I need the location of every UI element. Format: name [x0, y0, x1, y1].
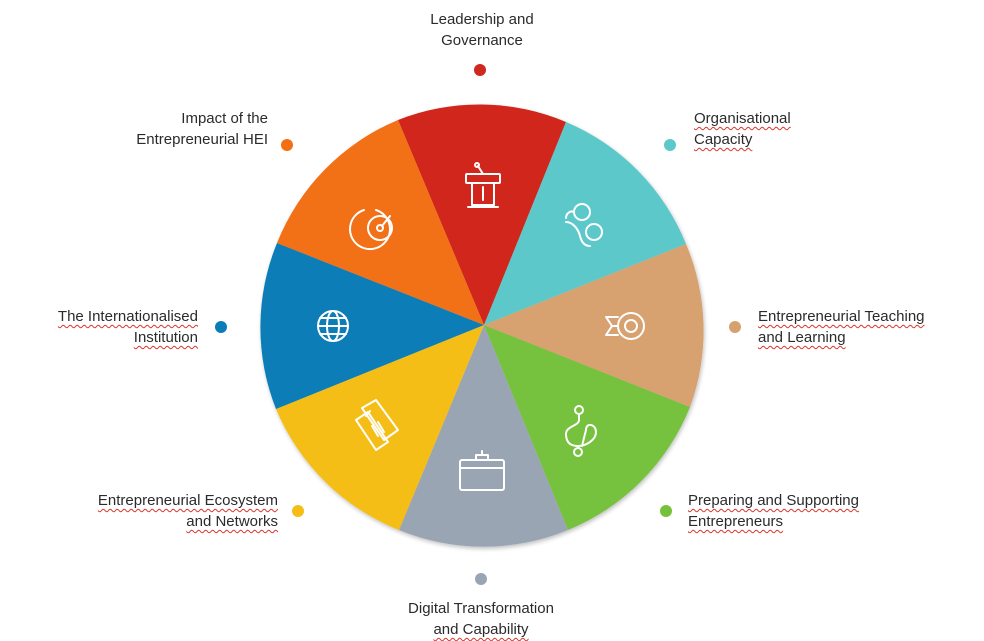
label-ecosystem: Entrepreneurial Ecosystem and Networks	[97, 492, 278, 530]
segment-leadership	[398, 104, 566, 325]
dot-leadership	[474, 64, 486, 76]
dot-international	[215, 321, 227, 333]
dot-ecosystem	[292, 505, 304, 517]
segment-ecosystem	[276, 325, 484, 530]
path-icon	[565, 405, 597, 457]
briefcase-icon	[459, 450, 505, 491]
dot-impact	[281, 139, 293, 151]
segment-impact	[277, 120, 484, 325]
label-teaching: Entrepreneurial Teaching and Learning	[758, 308, 925, 346]
label-digital: Digital Transformation and Capability	[408, 600, 554, 638]
dot-teaching	[729, 321, 741, 333]
segment-teaching	[484, 244, 704, 407]
people-icon	[565, 203, 603, 247]
podium-icon	[465, 162, 501, 208]
segment-international	[260, 243, 484, 409]
dot-preparing	[660, 505, 672, 517]
dot-organisational	[664, 139, 676, 151]
segment-organisational	[484, 122, 686, 325]
label-organisational: Organisational Capacity	[694, 110, 791, 148]
gauge-icon	[349, 209, 393, 250]
network-icon	[355, 399, 399, 451]
dot-digital	[475, 573, 487, 585]
label-impact: Impact of the Entrepreneurial HEI	[136, 110, 268, 148]
segment-digital	[399, 325, 568, 547]
globe-icon	[317, 310, 349, 342]
label-preparing: Preparing and Supporting Entrepreneurs	[688, 492, 859, 530]
label-leadership: Leadership and Governance	[430, 11, 534, 49]
label-international: The Internationalised Institution	[57, 308, 198, 346]
teaching-icon	[605, 312, 645, 340]
